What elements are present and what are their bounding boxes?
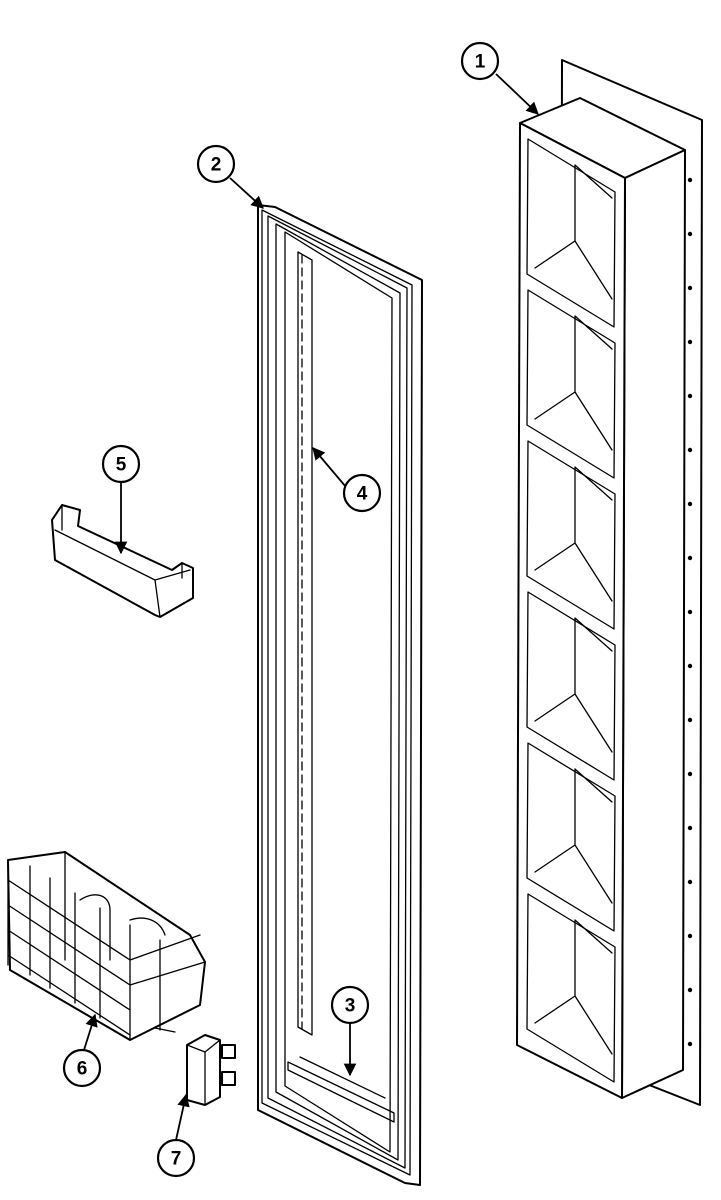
callout-7[interactable]: 7: [156, 1138, 196, 1178]
compartment-inner: [534, 617, 613, 753]
callout-4[interactable]: 4: [342, 473, 382, 513]
mount-hole: [687, 825, 693, 831]
compartment-inner: [534, 919, 613, 1055]
compartment-inner: [534, 164, 613, 300]
door-liner-icon[interactable]: [516, 59, 703, 1106]
shelf-bin-icon[interactable]: [51, 504, 194, 618]
mount-hole: [687, 339, 693, 345]
mount-hole: [687, 231, 693, 237]
clip-icon[interactable]: [186, 1034, 236, 1106]
callout-3[interactable]: 3: [330, 985, 370, 1025]
leader-1: [495, 73, 539, 115]
mount-hole: [687, 393, 693, 399]
leader-2: [229, 177, 264, 209]
callout-label-2: 2: [211, 155, 222, 176]
mount-hole: [687, 1041, 693, 1047]
leader-4: [312, 447, 347, 488]
compartment-inner: [534, 315, 613, 451]
callout-2[interactable]: 2: [196, 144, 236, 184]
mount-hole: [687, 879, 693, 885]
door-panel-icon[interactable]: [257, 204, 423, 1186]
mount-hole: [687, 663, 693, 669]
callout-label-4: 4: [357, 484, 368, 505]
callout-label-1: 1: [475, 52, 486, 73]
callout-5[interactable]: 5: [101, 444, 141, 484]
callout-label-5: 5: [116, 455, 127, 476]
compartment-inner: [534, 466, 613, 602]
callout-6[interactable]: 6: [62, 1048, 102, 1088]
leader-7: [175, 1093, 190, 1141]
mount-hole: [687, 501, 693, 507]
compartment-inner: [534, 768, 613, 904]
callout-1[interactable]: 1: [460, 41, 500, 81]
callout-label-7: 7: [171, 1149, 182, 1170]
callout-label-6: 6: [77, 1059, 88, 1080]
leader-lines: [83, 73, 539, 1141]
leader-6: [83, 1013, 98, 1051]
mount-hole: [687, 771, 693, 777]
mount-hole: [687, 987, 693, 993]
mount-hole: [687, 609, 693, 615]
mount-hole: [687, 177, 693, 183]
mount-hole: [687, 285, 693, 291]
mount-hole: [687, 555, 693, 561]
mount-hole: [687, 933, 693, 939]
callout-label-3: 3: [345, 996, 356, 1017]
mount-hole: [687, 717, 693, 723]
wire-basket-icon[interactable]: [7, 851, 206, 1041]
mount-hole: [687, 447, 693, 453]
